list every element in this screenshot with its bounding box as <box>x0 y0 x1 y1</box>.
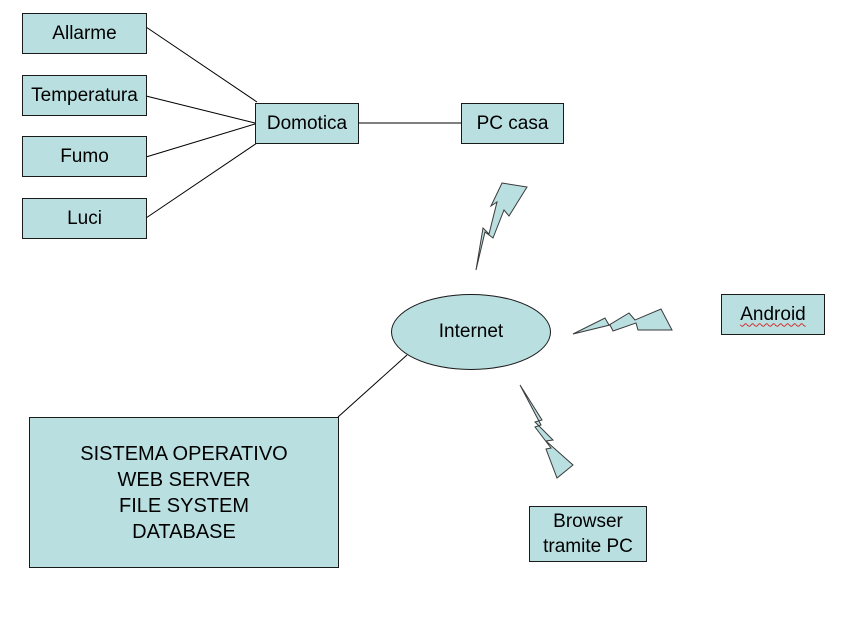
lightning-bolt-icon <box>572 308 673 335</box>
node-server: SISTEMA OPERATIVO WEB SERVER FILE SYSTEM… <box>29 417 339 568</box>
node-allarme-label: Allarme <box>52 22 117 44</box>
connector-allarme-domotica <box>145 26 258 103</box>
connector-fumo-domotica <box>145 123 256 158</box>
browser-line-2: tramite PC <box>543 536 633 557</box>
browser-line-1: Browser <box>553 511 623 532</box>
lightning-bolt-icon <box>519 384 574 479</box>
node-fumo-label: Fumo <box>60 145 109 167</box>
server-line-web-server: WEB SERVER <box>117 468 251 491</box>
node-pc-casa: PC casa <box>461 103 564 144</box>
node-luci-label: Luci <box>67 207 102 229</box>
server-line-database: DATABASE <box>132 520 236 543</box>
node-fumo: Fumo <box>22 136 147 177</box>
node-temperatura: Temperatura <box>22 75 147 116</box>
node-browser: Browser tramite PC <box>529 506 647 562</box>
node-luci: Luci <box>22 198 147 239</box>
server-line-os: SISTEMA OPERATIVO <box>80 442 288 465</box>
node-domotica: Domotica <box>255 103 359 144</box>
connector-internet-server <box>337 354 408 418</box>
node-temperatura-label: Temperatura <box>31 84 138 106</box>
connector-temperatura-domotica <box>145 95 256 124</box>
node-domotica-label: Domotica <box>266 112 348 134</box>
node-allarme: Allarme <box>22 13 147 54</box>
connector-luci-domotica <box>145 142 258 219</box>
lightning-bolt-icon <box>475 182 528 271</box>
node-internet: Internet <box>391 294 551 370</box>
node-android: Android <box>721 294 825 335</box>
server-line-file-system: FILE SYSTEM <box>118 494 250 517</box>
node-pc-casa-label: PC casa <box>476 112 549 134</box>
node-internet-label: Internet <box>438 321 504 343</box>
node-android-label: Android <box>740 303 806 325</box>
